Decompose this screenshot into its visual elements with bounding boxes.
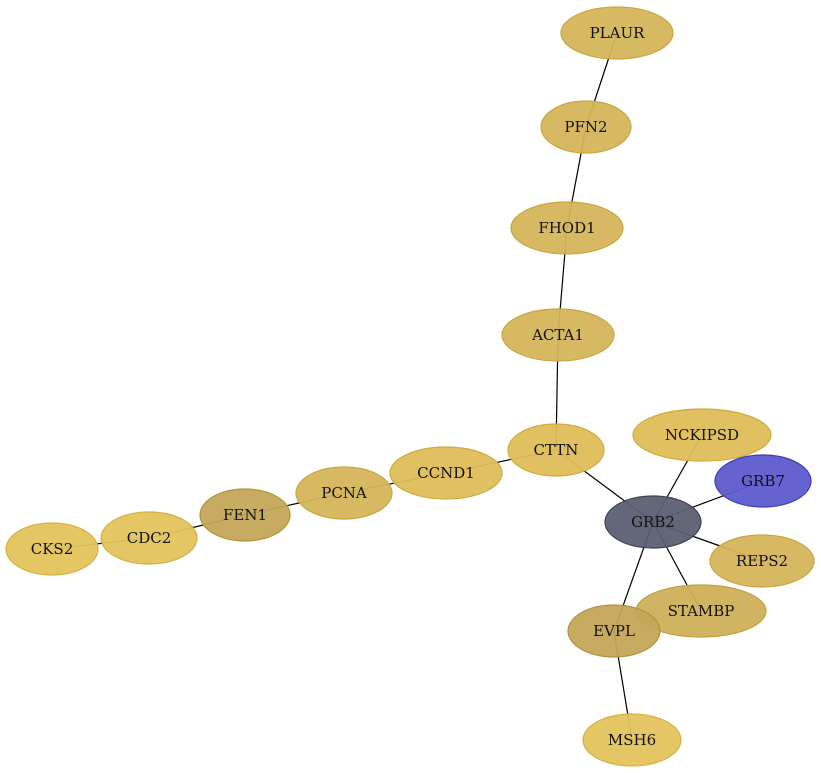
node-shape [540, 100, 632, 154]
node-evpl[interactable]: EVPL [567, 604, 661, 658]
node-label: PCNA [321, 484, 367, 502]
node-label: FEN1 [223, 506, 267, 524]
node-pcna[interactable]: PCNA [295, 466, 393, 520]
node-shape [501, 308, 615, 362]
node-label: NCKIPSD [665, 426, 739, 444]
node-label: CKS2 [31, 540, 74, 558]
node-nckipsd[interactable]: NCKIPSD [632, 408, 772, 462]
node-label: GRB7 [741, 472, 785, 490]
node-plaur[interactable]: PLAUR [560, 6, 674, 60]
node-msh6[interactable]: MSH6 [582, 713, 682, 767]
node-cttn[interactable]: CTTN [507, 423, 605, 477]
node-label: PFN2 [564, 118, 607, 136]
node-shape [389, 446, 503, 500]
node-fhod1[interactable]: FHOD1 [510, 201, 624, 255]
node-label: REPS2 [736, 552, 788, 570]
node-label: PLAUR [590, 24, 646, 42]
node-shape [199, 488, 291, 542]
node-cdc2[interactable]: CDC2 [100, 511, 198, 565]
node-shape [714, 454, 812, 508]
node-label: MSH6 [608, 731, 656, 749]
node-shape [100, 511, 198, 565]
node-label: CCND1 [417, 464, 475, 482]
node-fen1[interactable]: FEN1 [199, 488, 291, 542]
node-label: EVPL [593, 622, 635, 640]
node-shape [582, 713, 682, 767]
node-label: CDC2 [127, 529, 172, 547]
node-shape [567, 604, 661, 658]
node-shape [510, 201, 624, 255]
node-label: ACTA1 [531, 326, 584, 344]
node-grb2[interactable]: GRB2 [604, 495, 702, 549]
node-acta1[interactable]: ACTA1 [501, 308, 615, 362]
node-shape [560, 6, 674, 60]
node-shape [709, 534, 815, 588]
node-label: STAMBP [668, 602, 735, 620]
node-reps2[interactable]: REPS2 [709, 534, 815, 588]
node-cks2[interactable]: CKS2 [5, 522, 99, 576]
node-shape [632, 408, 772, 462]
node-ccnd1[interactable]: CCND1 [389, 446, 503, 500]
node-label: FHOD1 [538, 219, 595, 237]
node-label: GRB2 [631, 513, 675, 531]
node-label: CTTN [534, 441, 579, 459]
node-grb7[interactable]: GRB7 [714, 454, 812, 508]
node-pfn2[interactable]: PFN2 [540, 100, 632, 154]
node-shape [5, 522, 99, 576]
node-shape [507, 423, 605, 477]
node-shape [604, 495, 702, 549]
node-shape [295, 466, 393, 520]
